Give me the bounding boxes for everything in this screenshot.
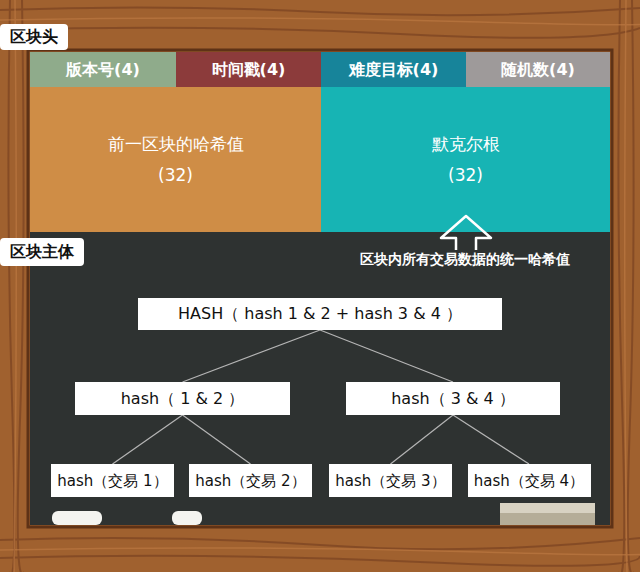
tree-link — [320, 330, 453, 382]
leaf-box: hash（交易 4） — [468, 464, 591, 497]
arrow-caption: 区块内所有交易数据的统一哈希值 — [325, 251, 605, 269]
section-tag: 区块头 — [0, 24, 68, 50]
section-tag: 区块主体 — [0, 238, 84, 266]
node-text: hash（交易 3） — [335, 472, 445, 490]
chalkboard — [30, 232, 610, 525]
node-text: 版本号(4) — [66, 60, 140, 79]
node-text: 区块主体 — [10, 242, 74, 261]
header-field: 难度目标(4) — [321, 52, 466, 87]
node-text: hash（交易 2） — [195, 472, 305, 490]
node-text: hash（交易 1） — [57, 472, 167, 490]
tree-link — [113, 415, 183, 464]
node-text: 随机数(4) — [501, 60, 575, 79]
tree-link — [391, 415, 454, 464]
merkle-root-fill — [321, 87, 610, 232]
tree-link — [453, 415, 529, 464]
node-text: 难度目标(4) — [349, 60, 439, 79]
node-text: hash（交易 4） — [474, 472, 584, 490]
node-text: (32) — [158, 165, 193, 185]
node-text: hash（ 3 & 4 ） — [391, 389, 515, 408]
tree-link — [183, 415, 251, 464]
hash-box: HASH（ hash 1 & 2 + hash 3 & 4 ） — [138, 298, 502, 330]
leaf-box: hash（交易 1） — [51, 464, 174, 497]
hash-box: hash（ 3 & 4 ） — [346, 382, 560, 415]
leaf-box: hash（交易 3） — [329, 464, 452, 497]
tree-link — [183, 330, 321, 382]
eraser — [500, 513, 595, 525]
node-text: 默克尔根 — [432, 134, 500, 154]
chalk-piece — [52, 511, 102, 525]
node-text: 前一区块的哈希值 — [108, 134, 244, 154]
node-text: hash（ 1 & 2 ） — [121, 389, 245, 408]
up-arrow — [441, 216, 491, 250]
header-ground — [30, 52, 610, 232]
hash-box: hash（ 1 & 2 ） — [75, 382, 290, 415]
leaf-box: hash（交易 2） — [189, 464, 312, 497]
frame-inner-edge — [28, 50, 612, 527]
node-text: 区块头 — [10, 27, 58, 46]
header-field: 默克尔根 (32) — [321, 87, 610, 232]
eraser — [500, 503, 595, 513]
node-text: (32) — [448, 165, 483, 185]
header-field: 版本号(4) — [30, 52, 176, 87]
node-text: 时间戳(4) — [212, 60, 286, 79]
header-field: 随机数(4) — [466, 52, 610, 87]
chalk-piece — [172, 511, 202, 525]
node-text: HASH（ hash 1 & 2 + hash 3 & 4 ） — [178, 304, 462, 323]
header-field: 前一区块的哈希值 (32) — [30, 87, 321, 232]
header-field: 时间戳(4) — [176, 52, 321, 87]
